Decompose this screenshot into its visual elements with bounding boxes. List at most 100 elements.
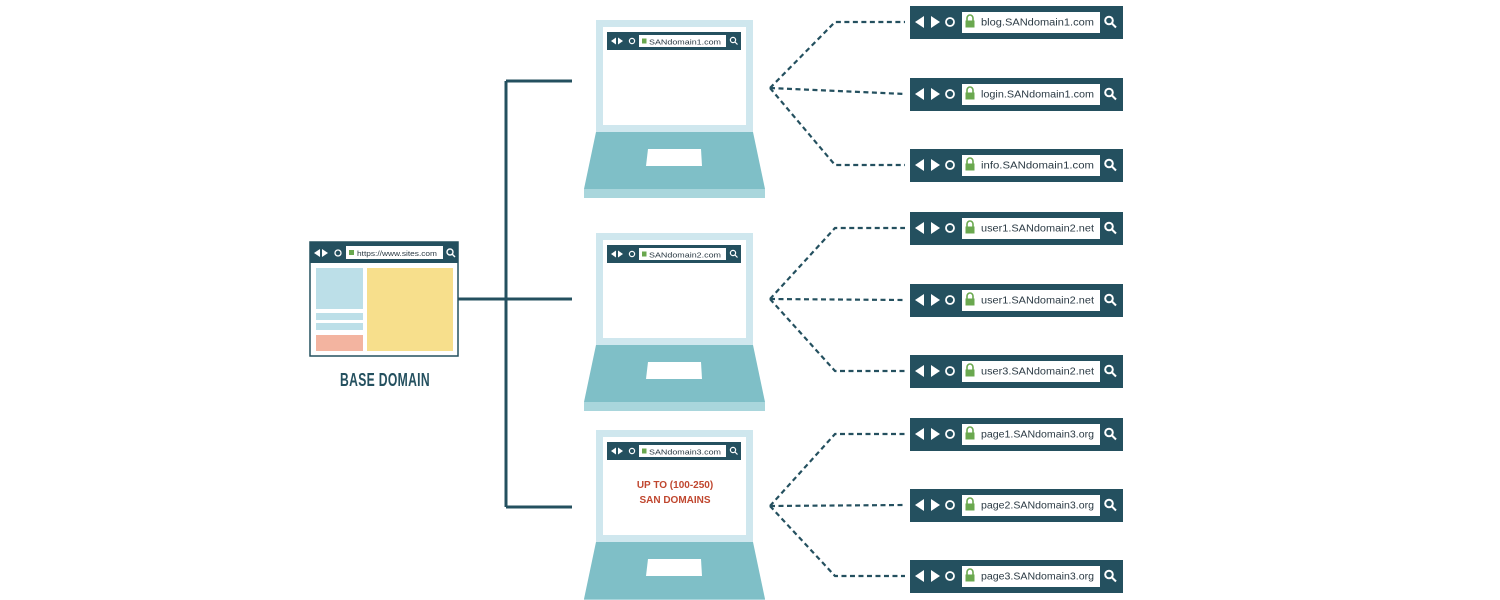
laptop-touchpad xyxy=(646,559,702,576)
dashed-connector xyxy=(769,298,905,373)
back-icon xyxy=(915,365,924,377)
laptop-note-line: UP TO (100-250) xyxy=(637,480,713,491)
laptops-group: SANdomain1.comSANdomain2.comSANdomain3.c… xyxy=(584,20,765,600)
back-icon xyxy=(915,88,924,100)
forward-icon xyxy=(931,222,940,234)
base-domain-label: BASE DOMAIN xyxy=(340,370,430,390)
dashed-connector xyxy=(769,87,905,167)
back-icon xyxy=(915,499,924,511)
lock-icon xyxy=(965,157,975,171)
san-bar-2: login.SANdomain1.com xyxy=(910,78,1123,111)
base-connectors xyxy=(458,79,572,509)
san-url: user3.SANdomain2.net xyxy=(981,367,1094,378)
san-address-field xyxy=(962,495,1100,516)
base-panel-line-2 xyxy=(316,323,363,330)
san-url: page1.SANdomain3.org xyxy=(981,430,1094,441)
forward-icon xyxy=(931,294,940,306)
refresh-icon xyxy=(945,500,955,510)
forward-icon xyxy=(618,37,623,45)
forward-icon xyxy=(931,365,940,377)
forward-icon xyxy=(931,570,940,582)
base-panel-image xyxy=(316,268,363,309)
san-url: page2.SANdomain3.org xyxy=(981,501,1094,512)
san-url: user1.SANdomain2.net xyxy=(981,296,1094,307)
laptop-address-bar xyxy=(639,445,726,457)
base-panel-content xyxy=(367,268,453,351)
dashed-connector xyxy=(769,503,906,508)
laptop-address-bar xyxy=(639,248,726,260)
branch-connectors xyxy=(769,20,906,578)
san-url: blog.SANdomain1.com xyxy=(981,18,1094,29)
back-icon xyxy=(915,428,924,440)
laptop-note-line: SAN DOMAINS xyxy=(639,495,710,506)
san-domain-bars: blog.SANdomain1.com login.SANdomain1.com i… xyxy=(910,6,1123,593)
refresh-icon xyxy=(945,89,955,99)
dashed-connector xyxy=(769,297,906,302)
dashed-connector xyxy=(769,20,905,89)
back-icon xyxy=(611,250,616,258)
san-address-field xyxy=(962,218,1100,239)
back-icon xyxy=(915,222,924,234)
san-url: info.SANdomain1.com xyxy=(981,161,1094,172)
base-back-forward-icon xyxy=(314,249,328,257)
forward-icon xyxy=(931,88,940,100)
base-lock-icon xyxy=(349,250,354,255)
lock-icon xyxy=(642,448,647,454)
search-icon xyxy=(1104,15,1117,29)
laptop-1: SANdomain1.com xyxy=(584,20,765,198)
search-icon xyxy=(1104,427,1117,441)
search-icon xyxy=(1104,293,1117,307)
base-domain-window: https://www.sites.com xyxy=(309,241,459,357)
lock-icon xyxy=(965,497,975,511)
search-icon xyxy=(1104,364,1117,378)
dashed-connector xyxy=(769,226,905,300)
lock-icon xyxy=(965,86,975,100)
san-url: user1.SANdomain2.net xyxy=(981,224,1094,235)
san-address-field xyxy=(962,361,1100,382)
san-bar-5: user1.SANdomain2.net xyxy=(910,284,1123,317)
back-icon xyxy=(915,294,924,306)
refresh-icon xyxy=(945,17,955,27)
back-icon xyxy=(915,159,924,171)
dashed-connector xyxy=(769,432,905,507)
san-bar-3: info.SANdomain1.com xyxy=(910,149,1123,182)
base-panel-footer xyxy=(316,335,363,351)
lock-icon xyxy=(965,220,975,234)
lock-icon xyxy=(642,251,647,257)
san-url: page3.SANdomain3.org xyxy=(981,572,1094,583)
dashed-connector xyxy=(769,86,906,96)
san-address-field xyxy=(962,424,1100,445)
back-icon xyxy=(611,447,616,455)
lock-icon xyxy=(965,292,975,306)
refresh-icon xyxy=(628,447,636,455)
laptop-touchpad xyxy=(646,149,702,166)
forward-icon xyxy=(931,159,940,171)
search-icon xyxy=(1104,569,1117,583)
back-icon xyxy=(611,37,616,45)
laptop-address-bar xyxy=(639,35,726,47)
search-icon xyxy=(1104,158,1117,172)
laptop-url: SANdomain3.com xyxy=(649,448,721,457)
search-icon xyxy=(729,446,738,455)
san-bar-1: blog.SANdomain1.com xyxy=(910,6,1123,39)
san-url: login.SANdomain1.com xyxy=(981,90,1094,101)
laptop-2: SANdomain2.com xyxy=(584,233,765,411)
back-icon xyxy=(915,570,924,582)
base-address-bar xyxy=(346,246,443,259)
refresh-icon xyxy=(628,250,636,258)
laptop-base-edge xyxy=(584,402,765,411)
san-address-field xyxy=(962,290,1100,311)
san-address-field xyxy=(962,566,1100,587)
lock-icon xyxy=(965,363,975,377)
laptop-touchpad xyxy=(646,362,702,379)
lock-icon xyxy=(965,568,975,582)
refresh-icon xyxy=(945,429,955,439)
search-icon xyxy=(1104,87,1117,101)
forward-icon xyxy=(618,447,623,455)
dashed-connector xyxy=(769,505,905,578)
san-bar-7: page1.SANdomain3.org xyxy=(910,418,1123,451)
refresh-icon xyxy=(945,366,955,376)
laptop-base-edge xyxy=(584,189,765,198)
forward-icon xyxy=(931,16,940,28)
